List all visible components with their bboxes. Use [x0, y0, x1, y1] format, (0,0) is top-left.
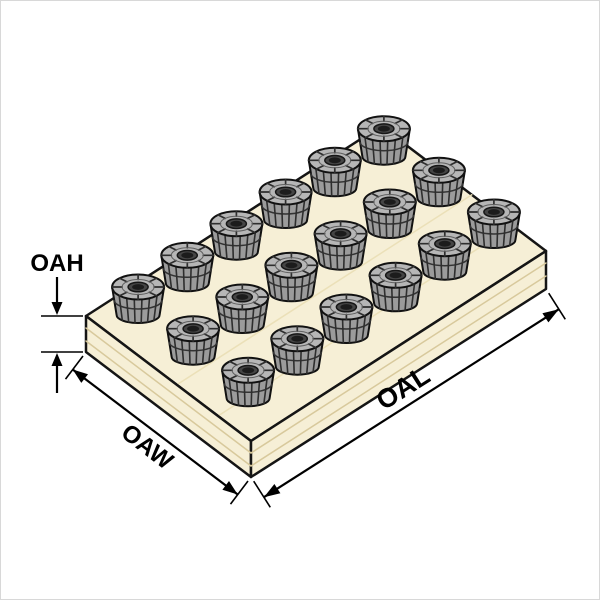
collet [111, 273, 166, 324]
oal-arrowhead-end [542, 309, 559, 323]
oal-extension-line-left [253, 480, 271, 508]
collet [307, 146, 362, 198]
collet [368, 261, 423, 313]
oal-extension-line-right [548, 292, 566, 320]
collet [264, 251, 319, 303]
wood-grain-line [85, 340, 252, 467]
oaw-arrowhead-start [72, 369, 88, 383]
wood-grain-line [176, 194, 473, 386]
dimension-oah: OAH [30, 250, 84, 393]
collet [270, 325, 325, 376]
oaw-extension-line-right [229, 480, 249, 505]
oaw-arrowhead-end [222, 481, 238, 495]
oah-label: OAH [30, 250, 83, 277]
wood-grain-line [250, 275, 547, 467]
oah-arrow-down-head [51, 302, 63, 315]
collet [466, 198, 521, 249]
wood-grain-line [250, 262, 547, 454]
collet [411, 156, 466, 208]
collet [417, 230, 472, 281]
oal-dimension-line [263, 308, 560, 499]
collet [313, 220, 368, 271]
oaw-extension-line-left [64, 355, 84, 380]
collet [166, 315, 221, 366]
oal-arrowhead-start [263, 484, 281, 498]
collet [319, 293, 374, 344]
collet [356, 115, 411, 166]
wood-grain-line [85, 327, 252, 454]
collet [215, 283, 270, 334]
oaw-dimension-line [72, 368, 239, 496]
collet [160, 241, 215, 293]
oaw-label: OAW [116, 419, 178, 475]
oah-arrow-up-head [51, 353, 63, 366]
collet [221, 356, 276, 408]
collet [209, 210, 264, 261]
board-front-right-face [249, 249, 548, 479]
collet [258, 178, 313, 229]
collet [362, 188, 417, 239]
